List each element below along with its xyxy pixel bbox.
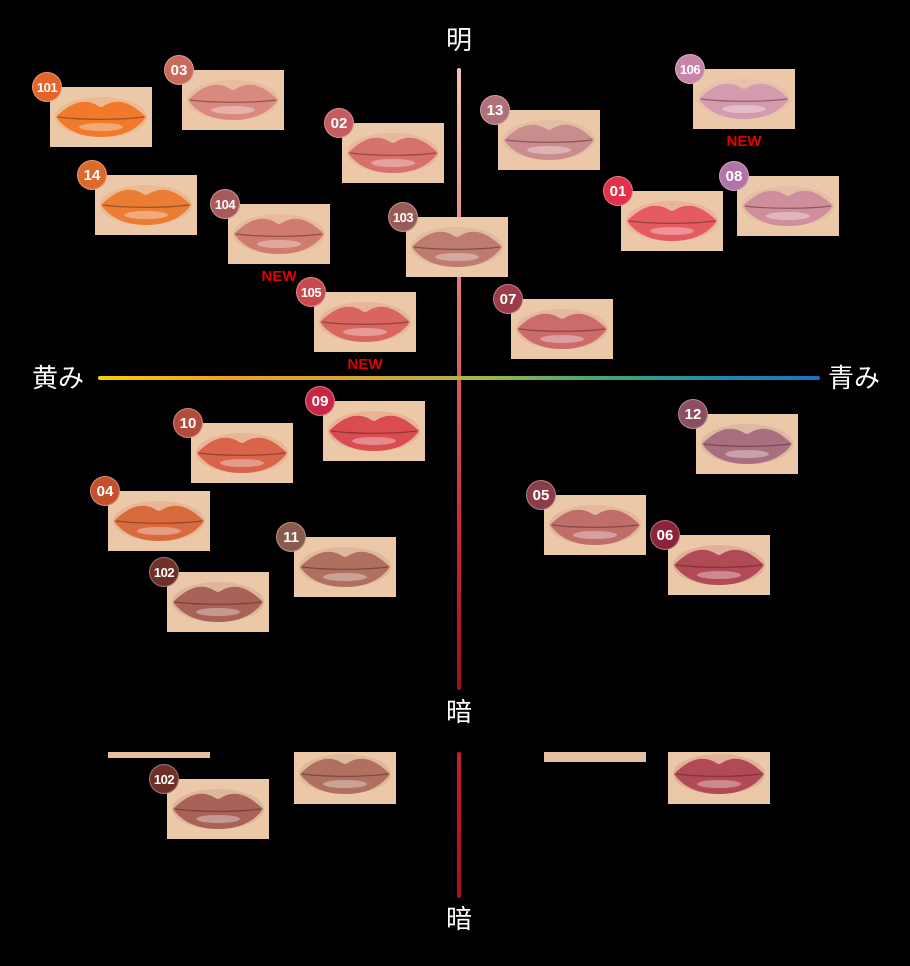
axis-right-label: 青み: [828, 364, 881, 394]
lip-swatch-104[interactable]: [228, 204, 330, 264]
shade-number-badge: 11: [276, 522, 306, 552]
lip-swatch-10[interactable]: [191, 423, 293, 483]
lip-swatch-05[interactable]: [544, 495, 646, 555]
shade-number-badge: 106: [675, 54, 705, 84]
lip-swatch-105[interactable]: [314, 292, 416, 352]
shade-number-badge: 103: [388, 202, 418, 232]
new-label: NEW: [726, 133, 762, 150]
lip-swatch-102[interactable]: [167, 572, 269, 632]
axis-bottom-label: 暗: [446, 698, 473, 728]
lip-swatch-partial: [294, 752, 396, 804]
shade-number-badge: 09: [305, 386, 335, 416]
lip-swatch-11[interactable]: [294, 537, 396, 597]
shade-number-badge: 101: [32, 72, 62, 102]
shade-number-badge: 12: [678, 399, 708, 429]
lip-swatch-02[interactable]: [342, 123, 444, 183]
shade-number-badge: 01: [603, 176, 633, 206]
lip-swatch-106[interactable]: [693, 69, 795, 129]
axis-left-label: 黄み: [32, 364, 85, 394]
lip-swatch-14[interactable]: [95, 175, 197, 235]
lip-swatch-09[interactable]: [323, 401, 425, 461]
shade-number-badge: 04: [90, 476, 120, 506]
horizontal-axis-line: [98, 376, 820, 380]
shade-number-badge: 102: [149, 764, 179, 794]
lip-swatch-04[interactable]: [108, 491, 210, 551]
lip-swatch-01[interactable]: [621, 191, 723, 251]
shade-number-badge: 06: [650, 520, 680, 550]
shade-number-badge: 08: [719, 161, 749, 191]
shade-number-badge: 10: [173, 408, 203, 438]
lip-swatch-07[interactable]: [511, 299, 613, 359]
shade-number-badge: 13: [480, 95, 510, 125]
lip-swatch-101[interactable]: [50, 87, 152, 147]
shade-number-badge: 03: [164, 55, 194, 85]
swatch-fragment: [544, 752, 646, 762]
lip-swatch-03[interactable]: [182, 70, 284, 130]
shade-number-badge: 14: [77, 160, 107, 190]
lip-swatch-08[interactable]: [737, 176, 839, 236]
lip-swatch-103[interactable]: [406, 217, 508, 277]
shade-number-badge: 105: [296, 277, 326, 307]
shade-number-badge: 02: [324, 108, 354, 138]
axis-bottom-label-repeat: 暗: [446, 905, 473, 935]
lip-swatch-06[interactable]: [668, 535, 770, 595]
shade-number-badge: 104: [210, 189, 240, 219]
lip-swatch-partial: [668, 752, 770, 804]
shade-number-badge: 102: [149, 557, 179, 587]
axis-top-label: 明: [446, 26, 473, 56]
vertical-axis-line-lower: [457, 752, 461, 898]
lip-swatch-12[interactable]: [696, 414, 798, 474]
lip-swatch-13[interactable]: [498, 110, 600, 170]
swatch-fragment: [108, 752, 210, 758]
new-label: NEW: [347, 356, 383, 373]
lip-swatch-102[interactable]: [167, 779, 269, 839]
shade-number-badge: 05: [526, 480, 556, 510]
shade-number-badge: 07: [493, 284, 523, 314]
new-label: NEW: [261, 268, 297, 285]
